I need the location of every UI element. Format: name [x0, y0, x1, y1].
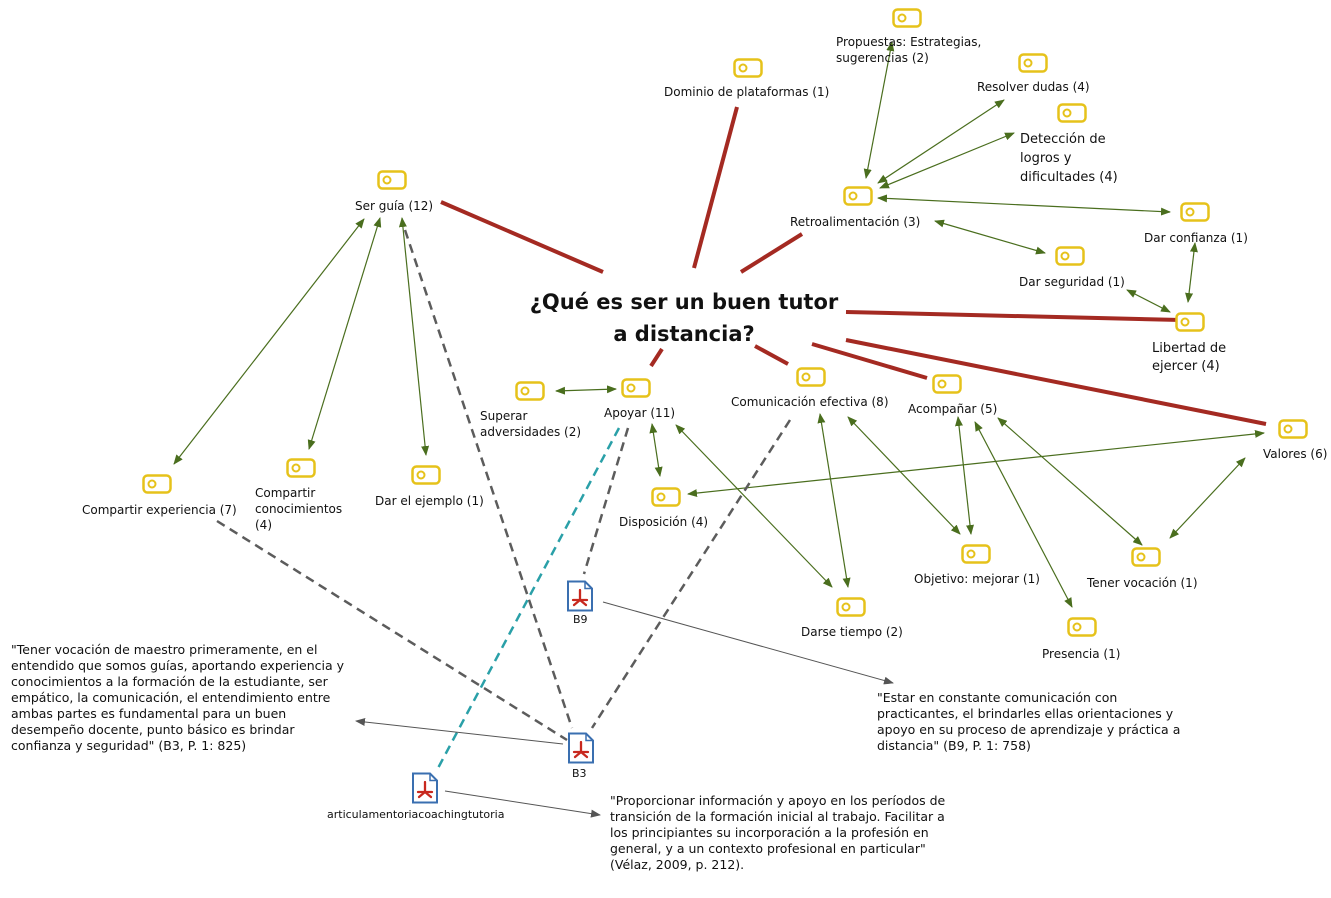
- arrow-deteccion: [879, 132, 1015, 189]
- code-tag-icon: [1018, 53, 1048, 73]
- code-tag-icon: [932, 374, 962, 394]
- code-valores[interactable]: Valores (6): [1263, 447, 1328, 461]
- code-superar[interactable]: Superar adversidades (2): [480, 409, 582, 439]
- arrow-confianza: [877, 194, 1171, 216]
- code-darse-tiempo[interactable]: Darse tiempo (2): [801, 625, 903, 639]
- doc-b9-label[interactable]: B9: [573, 613, 588, 626]
- quote-articulo[interactable]: "Proporcionar información y apoyo en los…: [610, 793, 946, 872]
- code-deteccion[interactable]: Detección de logros y dificultades (4): [1020, 132, 1118, 185]
- link-ser-guia: [440, 200, 604, 274]
- central-question: ¿Qué es ser un buen tutor a distancia?: [529, 290, 839, 346]
- arrow-valores-vocacion: [1169, 457, 1246, 539]
- dash-apoyar-articulo: [435, 427, 621, 771]
- code-tag-icon: [1278, 419, 1308, 439]
- code-tag-icon: [843, 186, 873, 206]
- link-valores: [845, 338, 1267, 426]
- link-retroalimentacion: [739, 232, 804, 274]
- code-tener-vocacion[interactable]: Tener vocación (1): [1087, 576, 1198, 590]
- association-arrows: [173, 41, 1265, 608]
- code-dominio[interactable]: Dominio de plataformas (1): [664, 85, 830, 99]
- pdf-document-icon[interactable]: [411, 772, 439, 804]
- arrow-b9-quote: [602, 601, 894, 685]
- code-tag-icon: [733, 58, 763, 78]
- code-tag-icon: [286, 458, 316, 478]
- arrow-dar-ejemplo: [398, 217, 430, 456]
- code-apoyar[interactable]: Apoyar (11): [604, 406, 676, 420]
- quote-b3[interactable]: "Tener vocación de maestro primeramente,…: [11, 642, 345, 753]
- quote-b9[interactable]: "Estar en constante comunicación con pra…: [877, 690, 1181, 753]
- arrow-compartir-con: [307, 217, 382, 450]
- arrow-b3-quote: [355, 718, 564, 745]
- code-ser-guia[interactable]: Ser guía (12): [355, 199, 434, 213]
- code-tag-icon: [1067, 617, 1097, 637]
- code-tag-icon: [892, 8, 922, 28]
- code-tag-icon: [796, 367, 826, 387]
- code-compartir-exp[interactable]: Compartir experiencia (7): [82, 503, 237, 517]
- code-tag-icon: [377, 170, 407, 190]
- link-libertad: [845, 310, 1182, 322]
- arrow-disposicion: [649, 423, 663, 477]
- dashed-teal-link: [435, 427, 621, 771]
- dash-comunicacion-b3: [590, 419, 792, 729]
- code-tag-icon: [961, 544, 991, 564]
- pdf-document-icon[interactable]: [567, 732, 595, 764]
- arrow-confianza-libertad: [1185, 242, 1198, 303]
- code-libertad[interactable]: Libertad de ejercer (4): [1152, 341, 1227, 374]
- code-dar-seguridad[interactable]: Dar seguridad (1): [1019, 275, 1125, 289]
- arrow-compartir-exp: [173, 218, 365, 465]
- arrow-valores-disposicion: [687, 429, 1265, 498]
- dashed-links: [216, 229, 792, 742]
- doc-b3-label[interactable]: B3: [572, 767, 587, 780]
- dash-apoyar-b9: [582, 427, 630, 575]
- code-tag-icon: [651, 487, 681, 507]
- code-tag-icon: [1175, 312, 1205, 332]
- code-presencia[interactable]: Presencia (1): [1042, 647, 1121, 661]
- arrow-vocacion: [997, 417, 1143, 546]
- code-tag-icon: [621, 378, 651, 398]
- link-apoyar: [649, 347, 664, 368]
- code-tag-icon: [515, 381, 545, 401]
- code-tag-icon: [1131, 547, 1161, 567]
- code-tag-icon: [1055, 246, 1085, 266]
- code-dar-confianza[interactable]: Dar confianza (1): [1144, 231, 1248, 245]
- link-comunicacion: [754, 344, 789, 366]
- code-retroalimentacion[interactable]: Retroalimentación (3): [790, 215, 921, 229]
- arrow-comunicacion-tiempo: [817, 413, 851, 588]
- arrow-acompanar-objetivo: [955, 416, 974, 535]
- code-dar-ejemplo[interactable]: Dar el ejemplo (1): [375, 494, 484, 508]
- code-tag-icon: [411, 465, 441, 485]
- arrow-seguridad-libertad: [1126, 289, 1171, 313]
- code-acompanar[interactable]: Acompañar (5): [908, 402, 998, 416]
- code-disposicion[interactable]: Disposición (4): [619, 515, 709, 529]
- code-propuestas[interactable]: Propuestas: Estrategias, sugerencias (2): [836, 35, 982, 65]
- code-tag-icon: [836, 597, 866, 617]
- code-tag-icon: [142, 474, 172, 494]
- quote-arrows: [355, 601, 894, 818]
- code-tag-icon: [1180, 202, 1210, 222]
- pdf-document-icon[interactable]: [566, 580, 594, 612]
- arrow-superar: [555, 385, 617, 395]
- arrow-seguridad: [934, 219, 1046, 255]
- dash-ser-guia-b3: [403, 229, 574, 729]
- code-tag-icon: [1057, 103, 1087, 123]
- strong-links: [440, 106, 1267, 426]
- link-acompanar: [811, 342, 928, 380]
- doc-articulo-label[interactable]: articulamentoriacoachingtutoria: [327, 808, 505, 821]
- dash-compartir-b3: [216, 519, 568, 742]
- link-dominio: [692, 106, 739, 269]
- arrow-articulo-quote: [444, 790, 601, 818]
- code-resolver[interactable]: Resolver dudas (4): [977, 80, 1090, 94]
- code-objetivo[interactable]: Objetivo: mejorar (1): [914, 572, 1040, 586]
- code-compartir-con[interactable]: Compartir conocimientos (4): [255, 486, 343, 532]
- code-comunicacion[interactable]: Comunicación efectiva (8): [731, 395, 889, 409]
- arrow-resolver: [877, 99, 1005, 184]
